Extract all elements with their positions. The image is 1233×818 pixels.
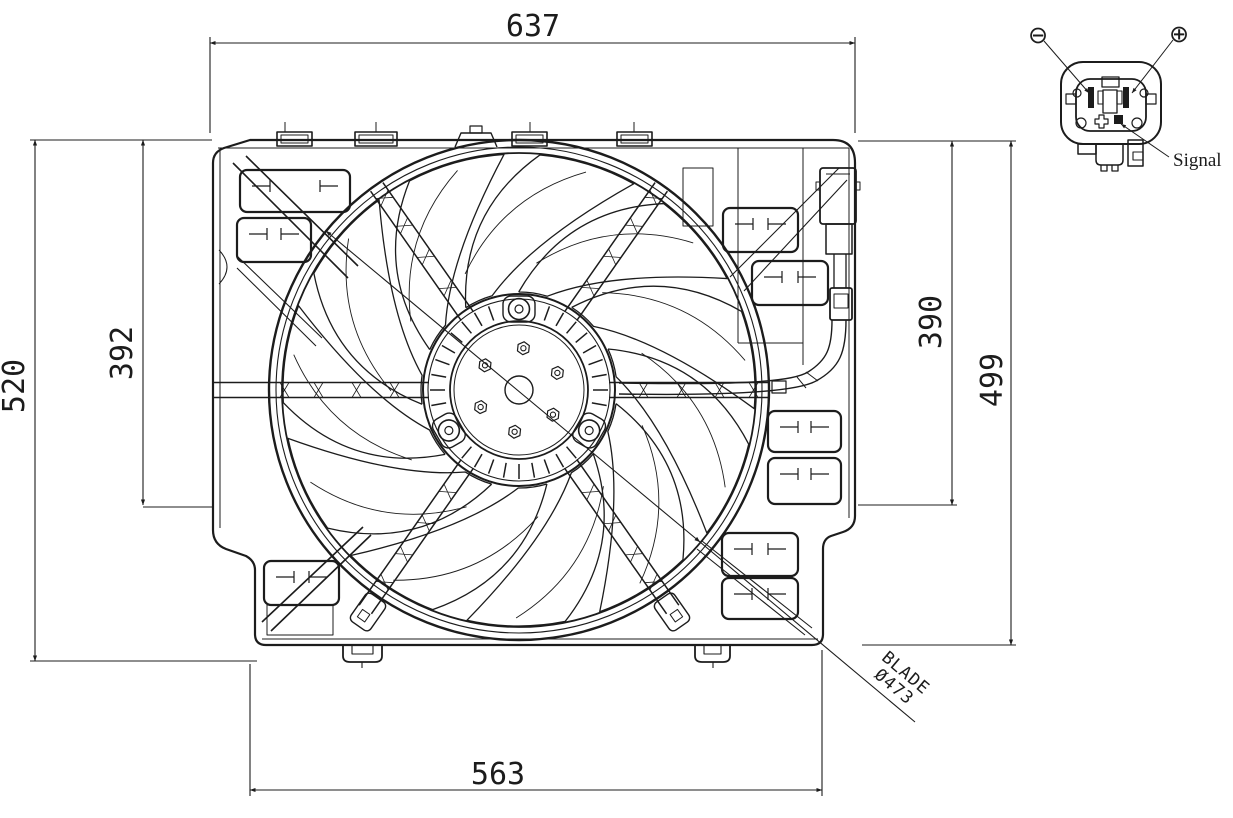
bracket-box	[720, 576, 800, 621]
signal-leader-line	[1120, 123, 1170, 158]
module-connector	[829, 287, 853, 321]
bracket-box	[720, 531, 800, 578]
minus-leader-line	[1043, 40, 1090, 94]
fan-ring	[267, 138, 771, 642]
dim-520-label: 520	[0, 359, 32, 413]
signal-pin	[1114, 115, 1123, 124]
connector-shell	[1060, 61, 1162, 145]
top-mounting-clips	[276, 122, 653, 148]
bracket-box	[238, 168, 352, 214]
dimension-height-left-outer: 520	[0, 139, 257, 662]
shroud-frame	[211, 122, 857, 668]
dimension-height-left-inner: 392	[105, 139, 213, 508]
signal-label: Signal	[1173, 150, 1222, 171]
support-spokes	[213, 182, 769, 615]
bracket-box	[235, 216, 313, 264]
bottom-mounting-feet	[342, 645, 731, 668]
dimension-height-right-inner: 390	[858, 140, 957, 506]
dimension-blade-diameter: BLADE Ø473	[325, 230, 933, 723]
bracket-box	[766, 456, 843, 506]
dimension-width-top: 637	[209, 9, 856, 133]
frame-bracket-boxes	[235, 168, 843, 621]
bracket-box	[262, 559, 341, 607]
keying-cross	[1094, 114, 1109, 129]
spoke-end-caps	[349, 592, 691, 632]
connector-cavity	[1075, 78, 1147, 132]
fan-blades	[282, 153, 756, 627]
dim-637-label: 637	[506, 9, 560, 44]
upper-right-panels	[682, 148, 804, 365]
dim-390-label: 390	[914, 295, 949, 349]
positive-pin	[1123, 87, 1129, 108]
connector-detail-view: ⊖ ⊕ Signal	[1028, 20, 1222, 172]
negative-pin	[1088, 87, 1094, 108]
module-cable	[833, 254, 847, 288]
lower-left-panel	[266, 604, 334, 636]
motor-hub	[422, 293, 616, 487]
hub-bolts	[474, 341, 564, 439]
bracket-box	[750, 259, 830, 307]
minus-icon: ⊖	[1028, 21, 1048, 49]
bracket-box	[766, 409, 843, 454]
plus-icon: ⊕	[1169, 20, 1189, 48]
bracket-box	[721, 206, 800, 254]
dim-563-label: 563	[471, 757, 525, 792]
dim-392-label: 392	[105, 326, 140, 380]
motor-ring-ribs	[430, 306, 608, 479]
dim-499-label: 499	[975, 353, 1010, 407]
dimension-width-bottom: 563	[249, 650, 823, 796]
dimension-height-right-outer: 499	[858, 140, 1016, 646]
harness-clip	[771, 380, 787, 394]
